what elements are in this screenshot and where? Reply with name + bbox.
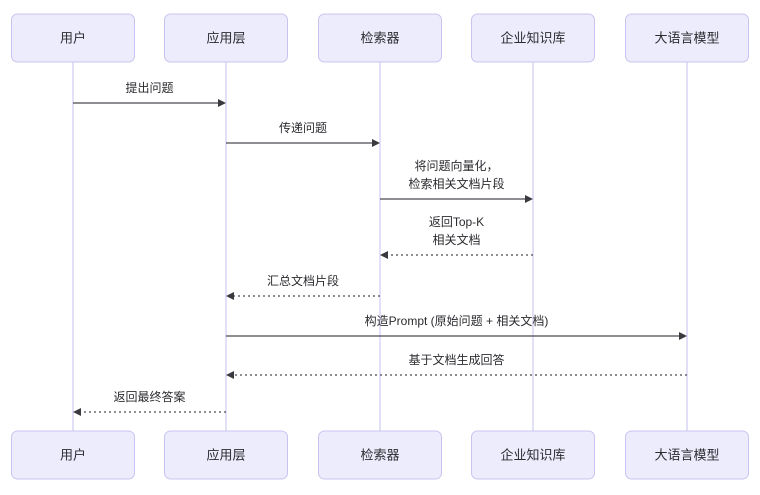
actors-bottom-group: 用户 应用层 检索器 企业知识库 大语言模型 [11,430,749,480]
message-4-kb-to-retriever: 返回Top-K 相关文档 [380,215,533,259]
message-label-5-line-1: 汇总文档片段 [267,273,339,288]
actor-box-app[interactable] [164,430,288,480]
actor-box-user[interactable] [11,13,135,63]
arrow-head-icon-7 [226,371,234,379]
actor-app-top[interactable]: 应用层 [164,13,288,63]
actor-user-top[interactable]: 用户 [11,13,135,63]
message-8-app-to-user: 返回最终答案 [73,389,226,416]
message-label-3-line-2: 检索相关文档片段 [408,176,504,191]
message-label-4-line-2: 相关文档 [432,232,480,247]
actor-box-kb[interactable] [471,13,595,63]
actor-label-user: 用户 [60,447,86,462]
actor-box-app[interactable] [164,13,288,63]
message-5-retriever-to-app: 汇总文档片段 [226,273,380,300]
arrow-head-icon-4 [380,251,388,259]
actor-label-kb: 企业知识库 [500,30,565,45]
arrow-head-icon-1 [218,99,226,107]
arrow-head-icon-3 [525,195,533,203]
message-label-1-line-1: 提出问题 [125,80,173,95]
actor-label-user: 用户 [60,30,86,45]
actor-label-retriever: 检索器 [360,447,399,462]
message-label-6-line-1: 构造Prompt (原始问题 + 相关文档) [365,313,549,328]
message-6-app-to-llm: 构造Prompt (原始问题 + 相关文档) [226,313,687,340]
actor-box-llm[interactable] [625,430,749,480]
actor-app-bottom[interactable]: 应用层 [164,430,288,480]
actor-retriever-top[interactable]: 检索器 [318,13,442,63]
actor-label-llm: 大语言模型 [654,30,719,45]
actor-box-retriever[interactable] [318,13,442,63]
message-2-app-to-retriever: 传递问题 [226,120,380,147]
message-1-user-to-app: 提出问题 [73,80,226,107]
actor-label-llm: 大语言模型 [654,447,719,462]
lifelines-group [72,62,688,431]
message-3-retriever-to-kb: 将问题向量化， 检索相关文档片段 [380,158,533,203]
arrow-head-icon-8 [73,408,81,416]
actor-llm-top[interactable]: 大语言模型 [625,13,749,63]
actors-top-group: 用户 应用层 检索器 企业知识库 大语言模型 [11,13,749,63]
message-label-3-line-1: 将问题向量化， [414,158,498,173]
actor-box-llm[interactable] [625,13,749,63]
message-label-4-line-1: 返回Top-K [429,215,484,229]
actor-label-retriever: 检索器 [360,30,399,45]
arrow-head-icon-2 [372,139,380,147]
actor-label-kb: 企业知识库 [500,447,565,462]
message-label-7-line-1: 基于文档生成回答 [408,352,504,367]
arrow-head-icon-5 [226,292,234,300]
actor-retriever-bottom[interactable]: 检索器 [318,430,442,480]
actor-user-bottom[interactable]: 用户 [11,430,135,480]
actor-box-user[interactable] [11,430,135,480]
actor-kb-bottom[interactable]: 企业知识库 [471,430,595,480]
actor-label-app: 应用层 [206,30,245,45]
actor-box-retriever[interactable] [318,430,442,480]
message-label-8-line-1: 返回最终答案 [113,389,185,404]
message-label-2-line-1: 传递问题 [279,120,327,135]
actor-kb-top[interactable]: 企业知识库 [471,13,595,63]
message-7-llm-to-app: 基于文档生成回答 [226,352,687,379]
actor-box-kb[interactable] [471,430,595,480]
actor-label-app: 应用层 [206,447,245,462]
arrow-head-icon-6 [679,332,687,340]
actor-llm-bottom[interactable]: 大语言模型 [625,430,749,480]
